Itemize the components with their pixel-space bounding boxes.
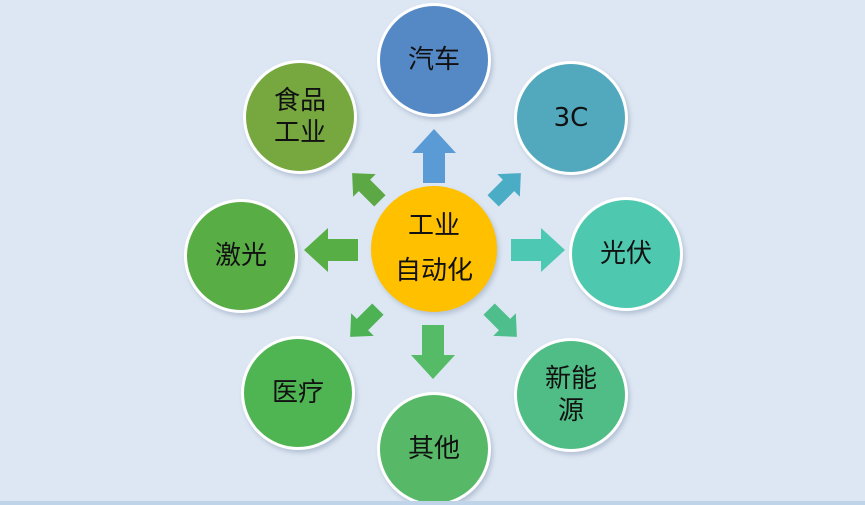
arrow-up-right-icon (487, 173, 521, 207)
center-label-line2: 自动化 (394, 256, 473, 286)
arrow-up-left-icon (352, 173, 386, 207)
node-medical-label: 医疗 (271, 377, 324, 408)
arrow-down-shape (411, 325, 455, 379)
bottom-accent-bar (0, 501, 865, 505)
center-label-line1: 工业 (407, 210, 460, 241)
node-photovoltaic-label: 光伏 (599, 238, 652, 269)
node-photovoltaic: 光伏 (569, 197, 683, 311)
node-laser: 激光 (184, 199, 298, 313)
arrow-right-shape (511, 228, 565, 272)
arrow-right-icon (511, 228, 565, 272)
node-others: 其他 (377, 392, 491, 505)
arrow-up-icon (412, 129, 456, 183)
node-laser-label: 激光 (214, 240, 267, 271)
node-food-industry-label: 食品 (273, 85, 326, 116)
node-new-energy-label-line2: 源 (557, 396, 584, 426)
arrow-up-shape (412, 129, 456, 183)
node-automotive: 汽车 (377, 3, 491, 117)
node-others-label: 其他 (407, 433, 460, 464)
arrow-left-shape (304, 228, 358, 272)
node-automotive-label: 汽车 (407, 44, 460, 75)
node-medical: 医疗 (241, 336, 355, 450)
node-new-energy: 新能 源 (514, 338, 628, 452)
arrow-down-right-icon (483, 303, 517, 337)
node-3c: 3C (514, 61, 628, 175)
node-new-energy-label: 新能 (544, 363, 597, 394)
node-food-industry-label-line2: 工业 (273, 118, 326, 148)
node-3c-label: 3C (553, 102, 589, 133)
node-industrial-automation: 工业 自动化 (371, 186, 497, 312)
arrow-up-left-shape (352, 173, 386, 207)
arrow-down-left-shape (350, 303, 384, 337)
arrow-down-right-shape (483, 303, 517, 337)
arrow-down-left-icon (350, 303, 384, 337)
node-food-industry: 食品 工业 (243, 60, 357, 174)
arrow-down-icon (411, 325, 455, 379)
arrow-left-icon (304, 228, 358, 272)
arrow-up-right-shape (487, 173, 521, 207)
